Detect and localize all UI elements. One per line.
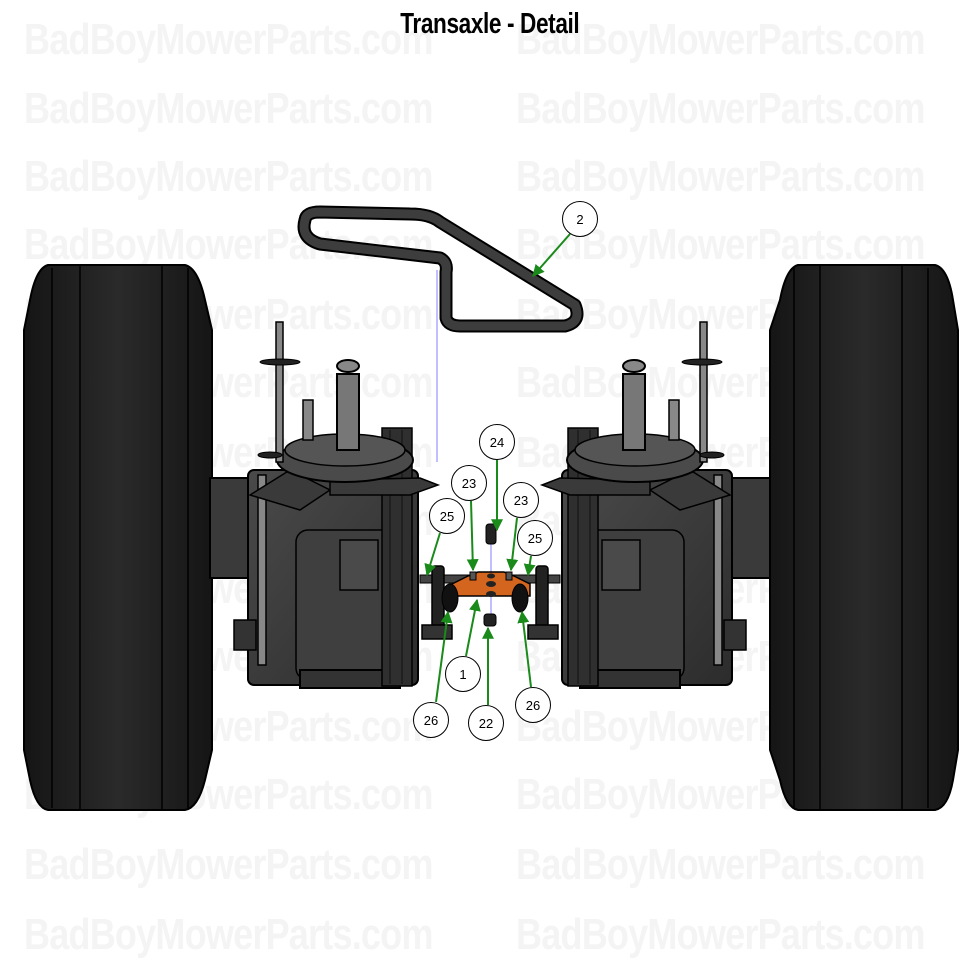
nut-22 (483, 613, 497, 627)
callout-23-right[interactable]: 23 (503, 482, 539, 518)
page-title-text: Transaxle - Detail (400, 8, 580, 40)
callout-22[interactable]: 22 (468, 705, 504, 741)
left-tire (23, 264, 213, 811)
drive-belt (297, 205, 584, 333)
callout-2[interactable]: 2 (562, 201, 598, 237)
callout-26-left[interactable]: 26 (413, 702, 449, 738)
left-transaxle (209, 321, 441, 689)
callout-25-right[interactable]: 25 (517, 520, 553, 556)
right-tire (769, 264, 959, 811)
callout-25-left[interactable]: 25 (429, 498, 465, 534)
callout-23-left[interactable]: 23 (451, 465, 487, 501)
right-transaxle (539, 321, 771, 689)
leader-lines (424, 233, 571, 705)
callout-24[interactable]: 24 (479, 424, 515, 460)
callout-1[interactable]: 1 (445, 656, 481, 692)
bolt-24 (485, 523, 497, 545)
callout-26-right[interactable]: 26 (515, 687, 551, 723)
bracket-part-1 (441, 523, 531, 627)
page-title: Transaxle - Detail (0, 8, 980, 41)
